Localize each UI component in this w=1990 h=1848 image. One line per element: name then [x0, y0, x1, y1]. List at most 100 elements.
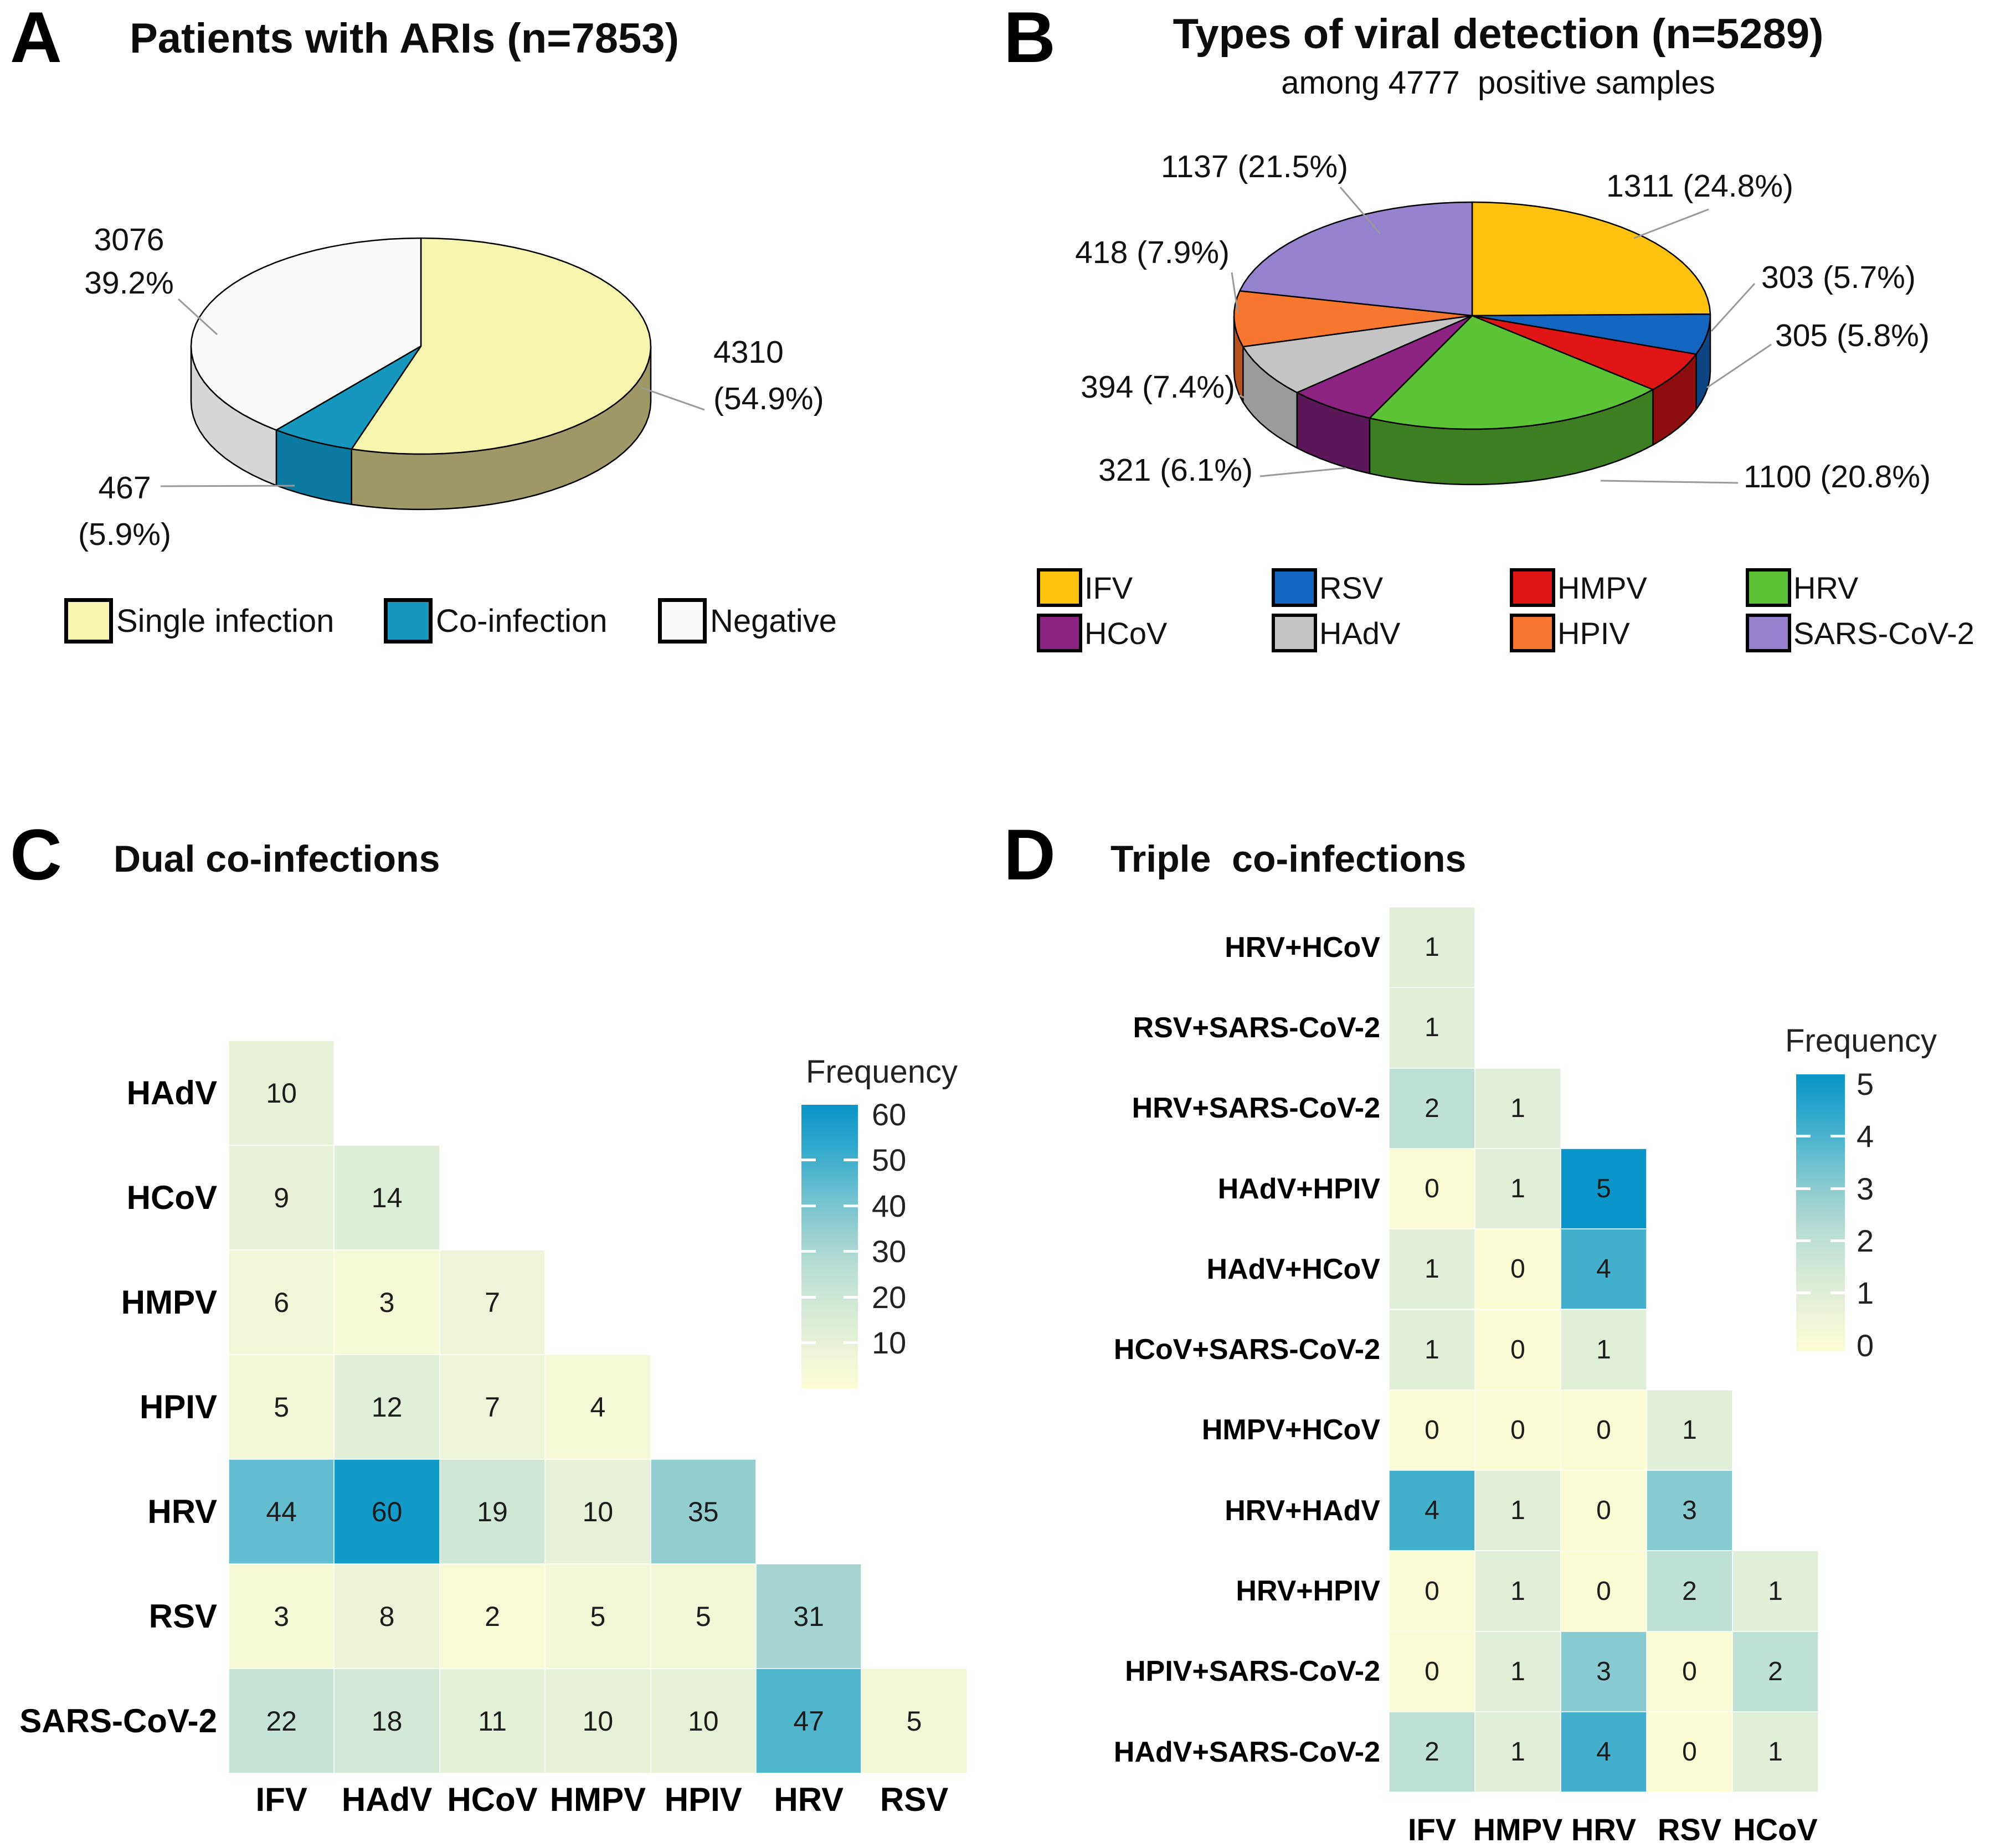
legend-item: Co-infection — [384, 598, 607, 644]
heatmap-cell: 0 — [1389, 1631, 1475, 1712]
panel-b-subtitle: among 4777 positive samples — [1281, 65, 1715, 101]
heatmap-row-label: HAdV+SARS-CoV-2 — [1113, 1736, 1380, 1768]
leader-line — [1633, 208, 1709, 239]
heatmap-row-label: HRV+HCoV — [1225, 931, 1380, 964]
colorbar-tick-label: 0 — [1857, 1327, 1874, 1363]
heatmap-cell: 0 — [1647, 1712, 1732, 1793]
legend-swatch — [1510, 614, 1555, 652]
colorbar-tick-label: 2 — [1857, 1223, 1874, 1258]
heatmap-col-label: HRV — [774, 1780, 844, 1818]
heatmap-cell: 4 — [1389, 1470, 1475, 1551]
pie-annotation-RSV: 303 (5.7%) — [1761, 260, 1916, 295]
colorbar-tick-label: 3 — [1857, 1171, 1874, 1206]
heatmap-cell: 3 — [1561, 1631, 1647, 1712]
heatmap-cell: 0 — [1561, 1551, 1647, 1631]
colorbar-tick-mark — [1830, 1291, 1845, 1295]
legend-item: HRV — [1746, 568, 1858, 607]
colorbar-tick-mark — [1830, 1135, 1845, 1138]
heatmap-row-label: HCoV — [126, 1179, 217, 1216]
heatmap-col-label: HCoV — [1733, 1811, 1818, 1847]
heatmap-col-label: HMPV — [1473, 1811, 1563, 1847]
leader-line — [1239, 394, 1269, 410]
legend-swatch — [658, 598, 707, 644]
legend-label: HAdV — [1319, 615, 1401, 651]
legend-swatch — [1746, 614, 1791, 652]
pie-annotation-HCoV: 321 (6.1%) — [1098, 452, 1253, 488]
legend-swatch — [1510, 568, 1555, 607]
legend-label: HMPV — [1557, 570, 1647, 605]
colorbar-tick-label: 30 — [872, 1234, 907, 1269]
pie-chart-viral-detection: 1311 (24.8%)303 (5.7%)305 (5.8%)1100 (20… — [1075, 149, 1931, 495]
legend-label: RSV — [1319, 570, 1384, 605]
legend-label: HCoV — [1084, 615, 1168, 651]
heatmap-row-label: HMPV — [121, 1284, 217, 1321]
leader-line — [177, 298, 218, 336]
colorbar-tick-mark — [1796, 1135, 1811, 1138]
colorbar-tick-label: 4 — [1857, 1119, 1874, 1154]
heatmap-cell: 1 — [1389, 1309, 1475, 1390]
heatmap-cell: 1 — [1475, 1631, 1561, 1712]
heatmap-col-label: IFV — [1407, 1811, 1457, 1847]
leader-line — [1231, 272, 1239, 313]
heatmap-row-label: HPIV+SARS-CoV-2 — [1125, 1655, 1380, 1688]
panel-b-title: Types of viral detection (n=5289) — [1173, 11, 1824, 58]
legend-swatch — [384, 598, 433, 644]
heatmap-cell: 47 — [756, 1669, 862, 1773]
legend-item: Single infection — [64, 598, 334, 644]
pie-annotation-HRV: 1100 (20.8%) — [1744, 459, 1931, 495]
heatmap-cell: 5 — [229, 1355, 335, 1459]
colorbar-gradient — [1796, 1074, 1845, 1351]
legend-label: SARS-CoV-2 — [1793, 615, 1974, 651]
heatmap-col-label: HCoV — [447, 1780, 538, 1818]
heatmap-cell: 8 — [334, 1564, 440, 1669]
heatmap-cell: 31 — [756, 1564, 862, 1669]
heatmap-row-label: HRV+HAdV — [1225, 1494, 1380, 1527]
heatmap-cell: 10 — [229, 1041, 335, 1145]
colorbar-tick-mark — [1830, 1239, 1845, 1242]
pie-slice-HCoV — [1296, 315, 1473, 419]
heatmap-cell: 1 — [1475, 1068, 1561, 1149]
heatmap-cell: 1 — [1475, 1470, 1561, 1551]
heatmap-cell: 2 — [1389, 1712, 1475, 1793]
pie-slice-SARS-CoV-2 — [1239, 201, 1473, 317]
colorbar-tick-mark — [844, 1250, 858, 1253]
legend-item: Negative — [658, 598, 837, 644]
colorbar-tick-mark — [801, 1341, 816, 1345]
heatmap-cell: 11 — [439, 1669, 546, 1773]
heatmap-col-label: RSV — [1657, 1811, 1722, 1847]
pie-slice-HPIV — [1233, 290, 1473, 348]
panel-c-title: Dual co-infections — [114, 838, 440, 880]
legend-swatch — [1746, 568, 1791, 607]
colorbar-tick-label: 20 — [872, 1279, 907, 1315]
heatmap-cell: 2 — [1732, 1631, 1818, 1712]
legend-item: HPIV — [1510, 614, 1630, 652]
legend-swatch — [64, 598, 113, 644]
heatmap-cell: 0 — [1561, 1470, 1647, 1551]
colorbar-tick-mark — [801, 1204, 816, 1207]
colorbar-tick-label: 10 — [872, 1325, 907, 1361]
heatmap-cell: 0 — [1475, 1229, 1561, 1310]
pie-slice-Co-infection — [275, 345, 422, 450]
heatmap-cell: 0 — [1475, 1309, 1561, 1390]
heatmap-cell: 6 — [229, 1250, 335, 1355]
heatmap-col-label: IFV — [255, 1780, 307, 1818]
heatmap-cell: 3 — [229, 1564, 335, 1669]
heatmap-cell: 19 — [439, 1459, 546, 1564]
pie-slice-Negative — [190, 237, 422, 431]
colorbar-gradient — [801, 1105, 858, 1388]
pie-slice-RSV — [1471, 313, 1711, 355]
colorbar-tick-label: 1 — [1857, 1275, 1874, 1311]
legend-swatch — [1037, 614, 1082, 652]
heatmap-cell: 5 — [545, 1564, 651, 1669]
heatmap-row-label: RSV+SARS-CoV-2 — [1133, 1011, 1380, 1044]
panel-d-letter: D — [1004, 814, 1056, 895]
pie-slice-HAdV — [1242, 315, 1473, 394]
heatmap-cell: 1 — [1389, 1229, 1475, 1310]
colorbar-tick-label: 50 — [872, 1142, 907, 1178]
heatmap-cell: 2 — [1389, 1068, 1475, 1149]
legend-swatch — [1272, 614, 1317, 652]
heatmap-row-label: HCoV+SARS-CoV-2 — [1113, 1334, 1380, 1366]
heatmap-cell: 0 — [1475, 1389, 1561, 1471]
